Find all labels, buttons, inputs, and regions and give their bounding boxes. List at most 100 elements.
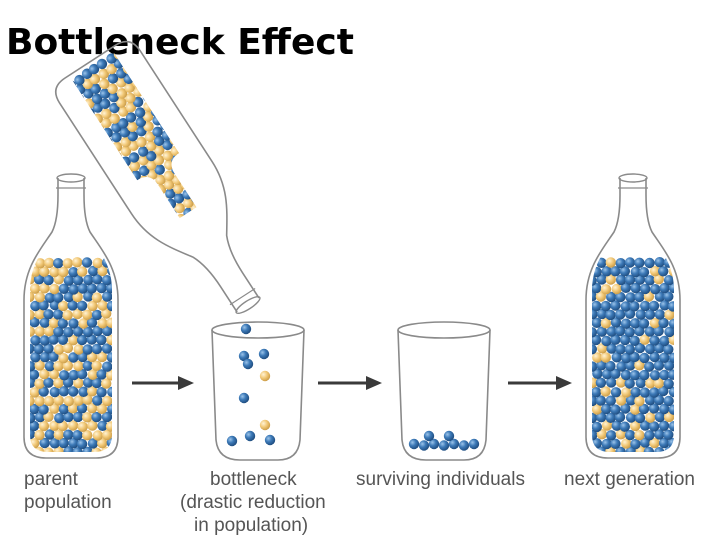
blue-marble [614, 411, 626, 423]
blue-marble [149, 219, 161, 227]
blue-marble [610, 266, 621, 277]
blue-marble [634, 412, 646, 424]
yellow-marble [101, 378, 112, 389]
yellow-marble [596, 429, 608, 440]
blue-marble [68, 284, 79, 295]
yellow-marble [195, 289, 209, 303]
blue-marble [148, 189, 159, 200]
yellow-marble [118, 106, 129, 117]
yellow-marble [262, 276, 276, 290]
blue-marble [629, 335, 640, 346]
blue-marble [180, 169, 192, 181]
blue-marble [238, 350, 250, 362]
blue-marble [621, 352, 632, 364]
blue-marble [615, 344, 626, 355]
blue-marble [38, 386, 49, 397]
blue-marble [75, 113, 87, 125]
blue-marble [619, 334, 631, 346]
blue-marble [238, 392, 250, 404]
yellow-marble [96, 403, 108, 414]
blue-marble [63, 429, 74, 440]
blue-marble [659, 369, 670, 381]
yellow-marble [43, 395, 55, 407]
yellow-marble [186, 134, 197, 146]
yellow-marble [67, 420, 79, 431]
yellow-marble [130, 181, 141, 192]
blue-marble [83, 377, 94, 388]
blue-marble [78, 386, 89, 397]
yellow-marble [600, 318, 612, 329]
blue-marble [74, 74, 85, 86]
yellow-marble [252, 252, 266, 266]
blue-marble [108, 91, 119, 103]
blue-marble [658, 317, 669, 329]
yellow-marble [92, 257, 104, 269]
blue-marble [91, 343, 103, 355]
yellow-marble [176, 120, 188, 131]
blue-marble [663, 360, 674, 371]
label-next-line1: next generation [564, 469, 695, 490]
yellow-marble [30, 309, 35, 321]
yellow-marble [136, 136, 147, 148]
yellow-marble [235, 243, 249, 257]
blue-marble [68, 267, 79, 278]
blue-marble [244, 430, 256, 442]
yellow-marble [92, 430, 104, 441]
blue-marble [630, 318, 641, 329]
yellow-marble [592, 377, 598, 388]
blue-marble [96, 387, 107, 398]
yellow-marble [254, 283, 268, 297]
yellow-marble [600, 386, 611, 397]
blue-marble [664, 326, 674, 338]
yellow-marble [101, 117, 112, 129]
blue-marble [663, 275, 674, 286]
blue-marble [128, 152, 140, 163]
blue-marble [625, 395, 637, 406]
arrow-3 [508, 376, 572, 390]
blue-marble [83, 274, 94, 286]
blue-marble [101, 275, 112, 286]
yellow-marble [62, 342, 74, 354]
blue-marble [649, 335, 660, 346]
blue-marble [82, 446, 93, 452]
yellow-marble [169, 115, 181, 126]
yellow-marble [269, 262, 283, 276]
blue-marble [68, 438, 79, 449]
blue-marble [88, 265, 99, 277]
yellow-marble [97, 265, 108, 277]
blue-marble [192, 222, 204, 227]
blue-marble [658, 437, 670, 449]
blue-marble [615, 274, 627, 286]
yellow-marble [178, 280, 192, 294]
blue-marble [123, 52, 134, 63]
yellow-marble [605, 257, 616, 268]
yellow-marble [87, 386, 98, 397]
blue-marble [605, 412, 616, 423]
yellow-marble [49, 403, 60, 414]
blue-marble [191, 231, 205, 245]
blue-marble [596, 326, 608, 337]
yellow-marble [149, 199, 161, 211]
blue-marble [606, 377, 617, 388]
blue-marble [658, 420, 670, 431]
blue-marble [91, 377, 103, 389]
blue-marble [196, 168, 208, 180]
blue-marble [53, 292, 64, 303]
blue-marble [640, 420, 651, 431]
yellow-marble [53, 377, 64, 389]
yellow-marble [105, 421, 112, 432]
yellow-marble [87, 420, 98, 431]
yellow-marble [242, 229, 256, 243]
yellow-marble [48, 317, 60, 329]
blue-marble [648, 421, 660, 432]
yellow-marble [653, 274, 664, 285]
blue-marble [187, 143, 198, 154]
blue-marble [606, 343, 617, 354]
blue-marble [649, 351, 660, 363]
blue-marble [57, 334, 69, 345]
blue-marble [92, 274, 103, 285]
blue-marble [101, 343, 112, 354]
yellow-marble [91, 447, 102, 452]
yellow-marble [85, 127, 96, 139]
blue-marble [663, 429, 674, 440]
